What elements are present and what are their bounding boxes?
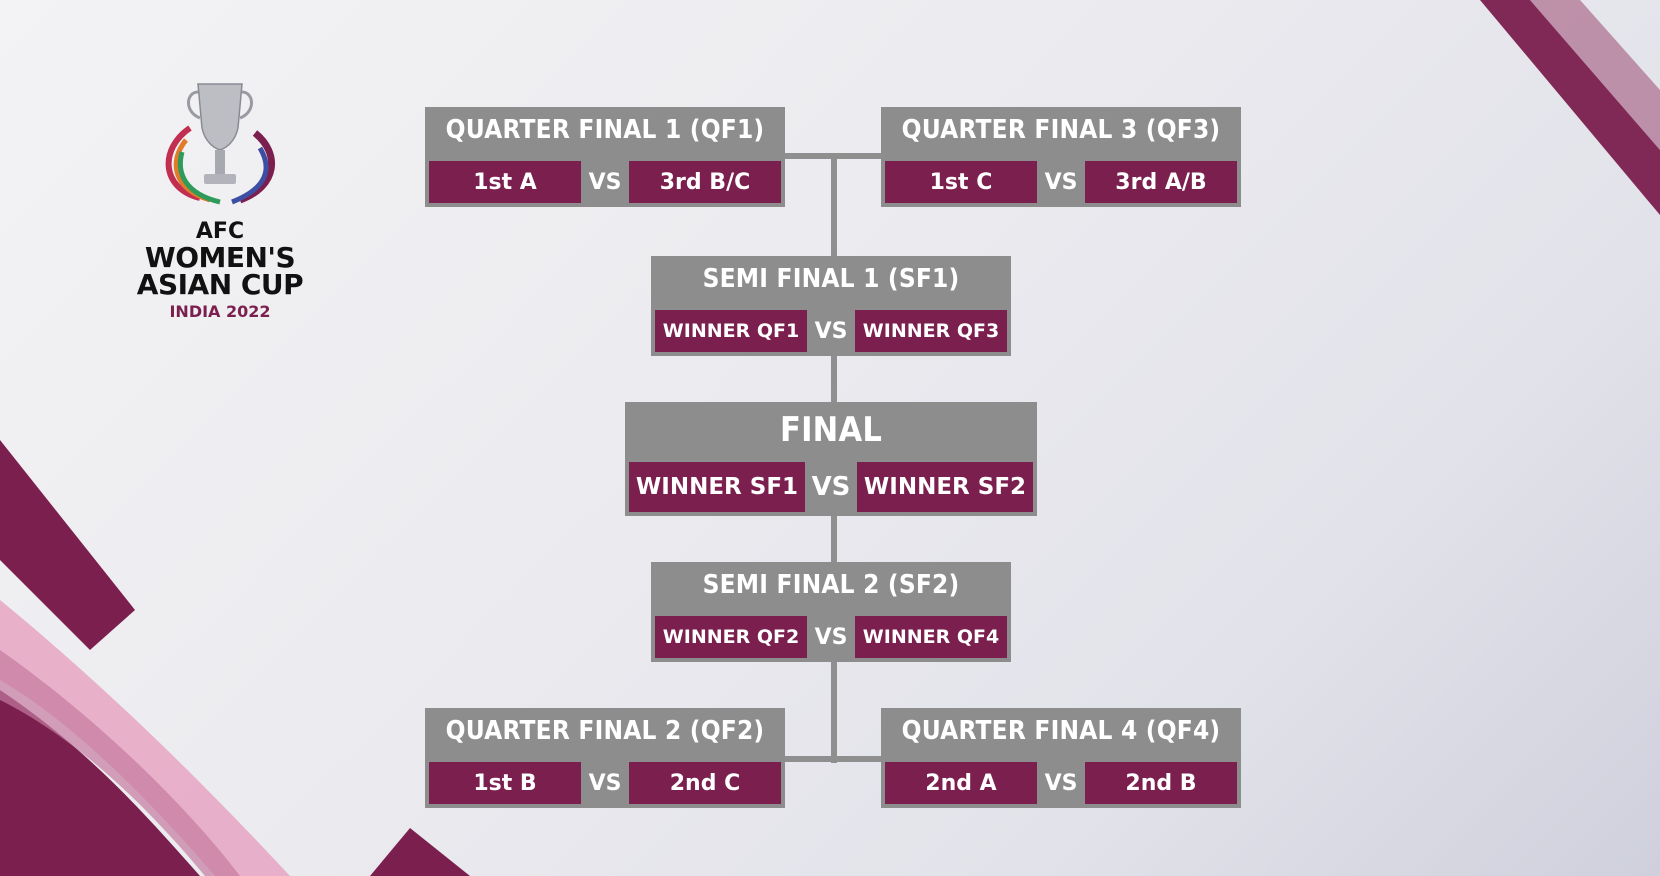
match-qf4: QUARTER FINAL 4 (QF4) 2nd A VS 2nd B <box>881 708 1241 808</box>
vs-label: VS <box>814 624 848 650</box>
match-title: QUARTER FINAL 4 (QF4) <box>901 716 1221 746</box>
team-slot-away: 2nd B <box>1085 762 1237 804</box>
match-qf3: QUARTER FINAL 3 (QF3) 1st C VS 3rd A/B <box>881 107 1241 207</box>
match-qf2: QUARTER FINAL 2 (QF2) 1st B VS 2nd C <box>425 708 785 808</box>
vs-label: VS <box>811 472 851 502</box>
vs-label: VS <box>814 318 848 344</box>
trophy-icon <box>165 83 276 205</box>
team-slot-away: WINNER SF2 <box>857 462 1033 512</box>
team-slot-home: WINNER SF1 <box>629 462 805 512</box>
team-slot-away: WINNER QF3 <box>855 310 1007 352</box>
match-final: FINAL WINNER SF1 VS WINNER SF2 <box>625 402 1037 516</box>
team-slot-away: WINNER QF4 <box>855 616 1007 658</box>
connector-bottom-horizontal <box>783 756 883 762</box>
team-slot-home: WINNER QF2 <box>655 616 807 658</box>
match-qf1: QUARTER FINAL 1 (QF1) 1st A VS 3rd B/C <box>425 107 785 207</box>
team-slot-home: 1st C <box>885 161 1037 203</box>
match-title: QUARTER FINAL 3 (QF3) <box>901 115 1221 145</box>
afc-logo: AFC WOMEN'S ASIAN CUP INDIA 2022 <box>120 78 320 328</box>
logo-line-afc: AFC <box>195 219 245 244</box>
vs-label: VS <box>588 169 622 195</box>
vs-label: VS <box>1044 169 1078 195</box>
logo-line-asian-cup: ASIAN CUP <box>136 268 304 301</box>
team-slot-away: 2nd C <box>629 762 781 804</box>
team-slot-away: 3rd A/B <box>1085 161 1237 203</box>
match-title: FINAL <box>779 410 883 450</box>
logo-line-india-2022: INDIA 2022 <box>169 302 271 321</box>
team-slot-away: 3rd B/C <box>629 161 781 203</box>
match-sf2: SEMI FINAL 2 (SF2) WINNER QF2 VS WINNER … <box>651 562 1011 662</box>
team-slot-home: 1st B <box>429 762 581 804</box>
vs-label: VS <box>588 770 622 796</box>
match-title: QUARTER FINAL 2 (QF2) <box>445 716 765 746</box>
match-title: QUARTER FINAL 1 (QF1) <box>445 115 765 145</box>
team-slot-home: WINNER QF1 <box>655 310 807 352</box>
match-title: SEMI FINAL 1 (SF1) <box>702 264 960 294</box>
team-slot-home: 2nd A <box>885 762 1037 804</box>
team-slot-home: 1st A <box>429 161 581 203</box>
match-title: SEMI FINAL 2 (SF2) <box>702 570 960 600</box>
match-sf1: SEMI FINAL 1 (SF1) WINNER QF1 VS WINNER … <box>651 256 1011 356</box>
logo-line-womens: WOMEN'S <box>144 241 296 274</box>
vs-label: VS <box>1044 770 1078 796</box>
